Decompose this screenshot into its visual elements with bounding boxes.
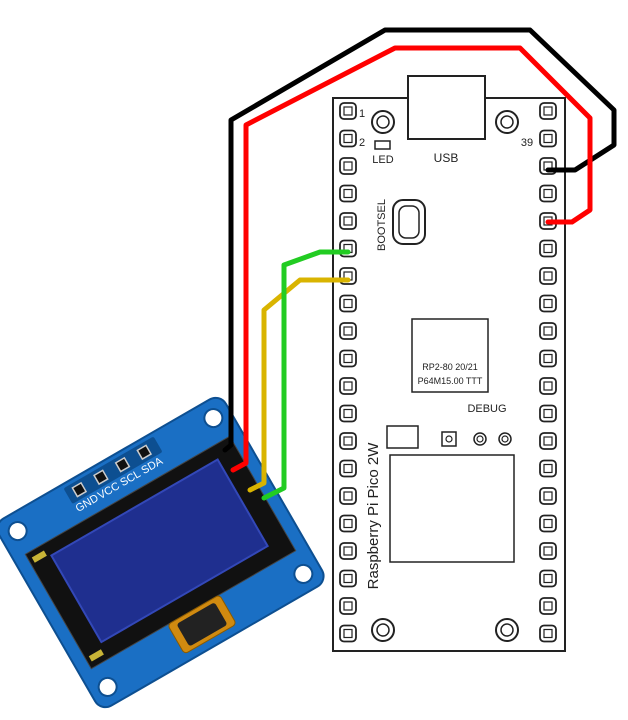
led-label: LED <box>372 154 393 166</box>
bootsel-label: BOOTSEL <box>376 199 388 251</box>
mount-hole-inner <box>500 623 514 637</box>
debug-pin-hole <box>501 435 509 443</box>
oled-flex-connector <box>177 603 227 646</box>
board-name: Raspberry Pi Pico 2W <box>365 442 382 590</box>
oled-header: GND VCC SCL SDA <box>64 437 166 515</box>
sda-wire <box>261 249 351 501</box>
pin-hole <box>543 518 553 529</box>
oled-mount-hole <box>7 521 28 542</box>
pin-hole <box>343 188 353 199</box>
pin-hole <box>343 216 353 226</box>
pin-hole <box>543 353 553 364</box>
pin-hole <box>343 298 353 309</box>
oled-screen <box>51 459 268 643</box>
oled-mount-hole <box>293 563 314 584</box>
usb-label: USB <box>434 151 459 165</box>
pin-hole <box>543 491 553 501</box>
pin-header-left <box>339 102 357 643</box>
pin-hole <box>343 601 353 611</box>
pin-39-label: 39 <box>521 137 533 149</box>
oled-pin-scl <box>114 456 131 473</box>
led <box>374 140 391 150</box>
pin-hole <box>543 463 553 474</box>
oled-mount-hole <box>97 676 118 697</box>
pin-hole <box>543 436 553 446</box>
pin-hole <box>343 353 353 364</box>
oled-header-strip <box>64 437 162 504</box>
oled-pin-vcc <box>93 469 109 486</box>
mount-hole-inner <box>376 115 390 129</box>
mount-hole-inner <box>376 623 390 637</box>
usb-connector <box>407 75 486 140</box>
oled-pin-gnd <box>71 481 88 498</box>
pin-hole <box>543 326 553 336</box>
oled-screen-border <box>49 458 270 644</box>
pin-hole <box>543 628 553 639</box>
pin-hole <box>343 628 353 639</box>
pin-hole <box>543 546 553 556</box>
pin-hole <box>543 106 553 116</box>
oled-pin-sda <box>136 444 153 461</box>
chip-label-line-1: RP2-80 20/21 <box>422 362 478 372</box>
wires <box>222 27 617 501</box>
pin-hole <box>343 463 353 474</box>
oled-corner-mark <box>88 649 104 662</box>
pin-hole <box>543 381 553 391</box>
debug-label: DEBUG <box>467 403 506 415</box>
oled-mount-hole <box>203 408 224 429</box>
pin-hole <box>343 573 353 584</box>
oled-module: GND VCC SCL SDA <box>0 396 325 709</box>
bootsel-button-inner <box>398 205 420 239</box>
scl-wire <box>247 277 351 493</box>
pin-hole <box>343 326 353 336</box>
chip-label-line-2: P64M15.00 TTT <box>418 376 483 386</box>
pin-hole <box>543 243 553 254</box>
pin-hole <box>543 133 553 144</box>
debug-pin-hole <box>476 435 484 443</box>
rp2-chip <box>411 318 489 393</box>
pin-hole <box>343 161 353 171</box>
pin-hole <box>343 408 353 419</box>
pin-hole <box>343 491 353 501</box>
pin-hole <box>543 188 553 199</box>
mount-hole-inner <box>500 115 514 129</box>
pin-hole <box>343 106 353 116</box>
pico-board: USB LED 1 2 39 BOOTSEL RP2-80 20/21 P64M… <box>332 75 566 652</box>
debug-pin-hole <box>445 435 453 443</box>
pin-hole <box>543 408 553 419</box>
pin-hole <box>343 381 353 391</box>
pin-hole <box>543 601 553 611</box>
pin-hole <box>543 271 553 281</box>
oled-corner-mark <box>31 550 47 563</box>
pin-hole <box>543 298 553 309</box>
pin-hole <box>343 133 353 144</box>
pin-1-label: 1 <box>359 108 365 120</box>
wireless-module <box>389 454 515 563</box>
pin-hole <box>343 518 353 529</box>
small-component <box>386 425 419 449</box>
pin-hole <box>343 436 353 446</box>
vcc-wire <box>230 45 593 473</box>
pin-2-label: 2 <box>359 137 365 149</box>
pin-hole <box>343 546 353 556</box>
pin-hole <box>543 573 553 584</box>
